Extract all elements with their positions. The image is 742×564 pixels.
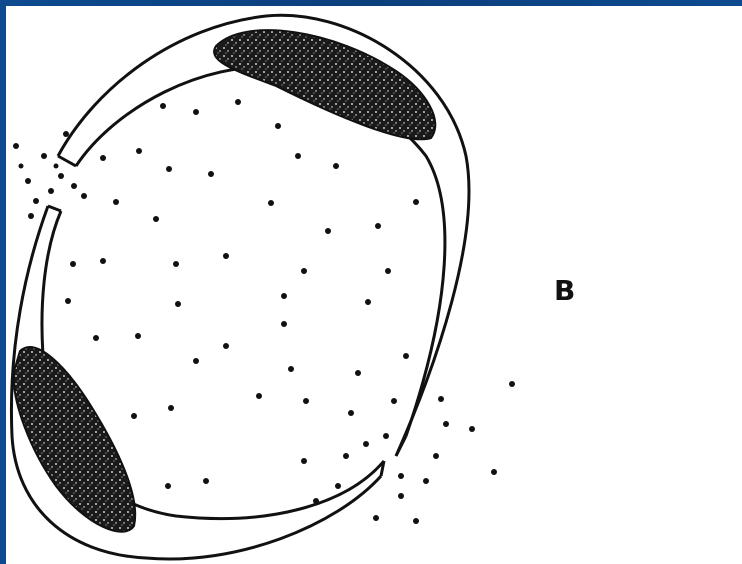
cell-diagram	[6, 6, 742, 564]
slide-canvas: B	[6, 6, 742, 564]
pore-edge	[58, 156, 76, 166]
figure-label: B	[554, 274, 575, 307]
pore-edge	[396, 436, 406, 456]
dense-granule-bottom	[14, 347, 135, 532]
dense-granule-top	[214, 30, 435, 139]
pore-edge	[48, 206, 61, 211]
